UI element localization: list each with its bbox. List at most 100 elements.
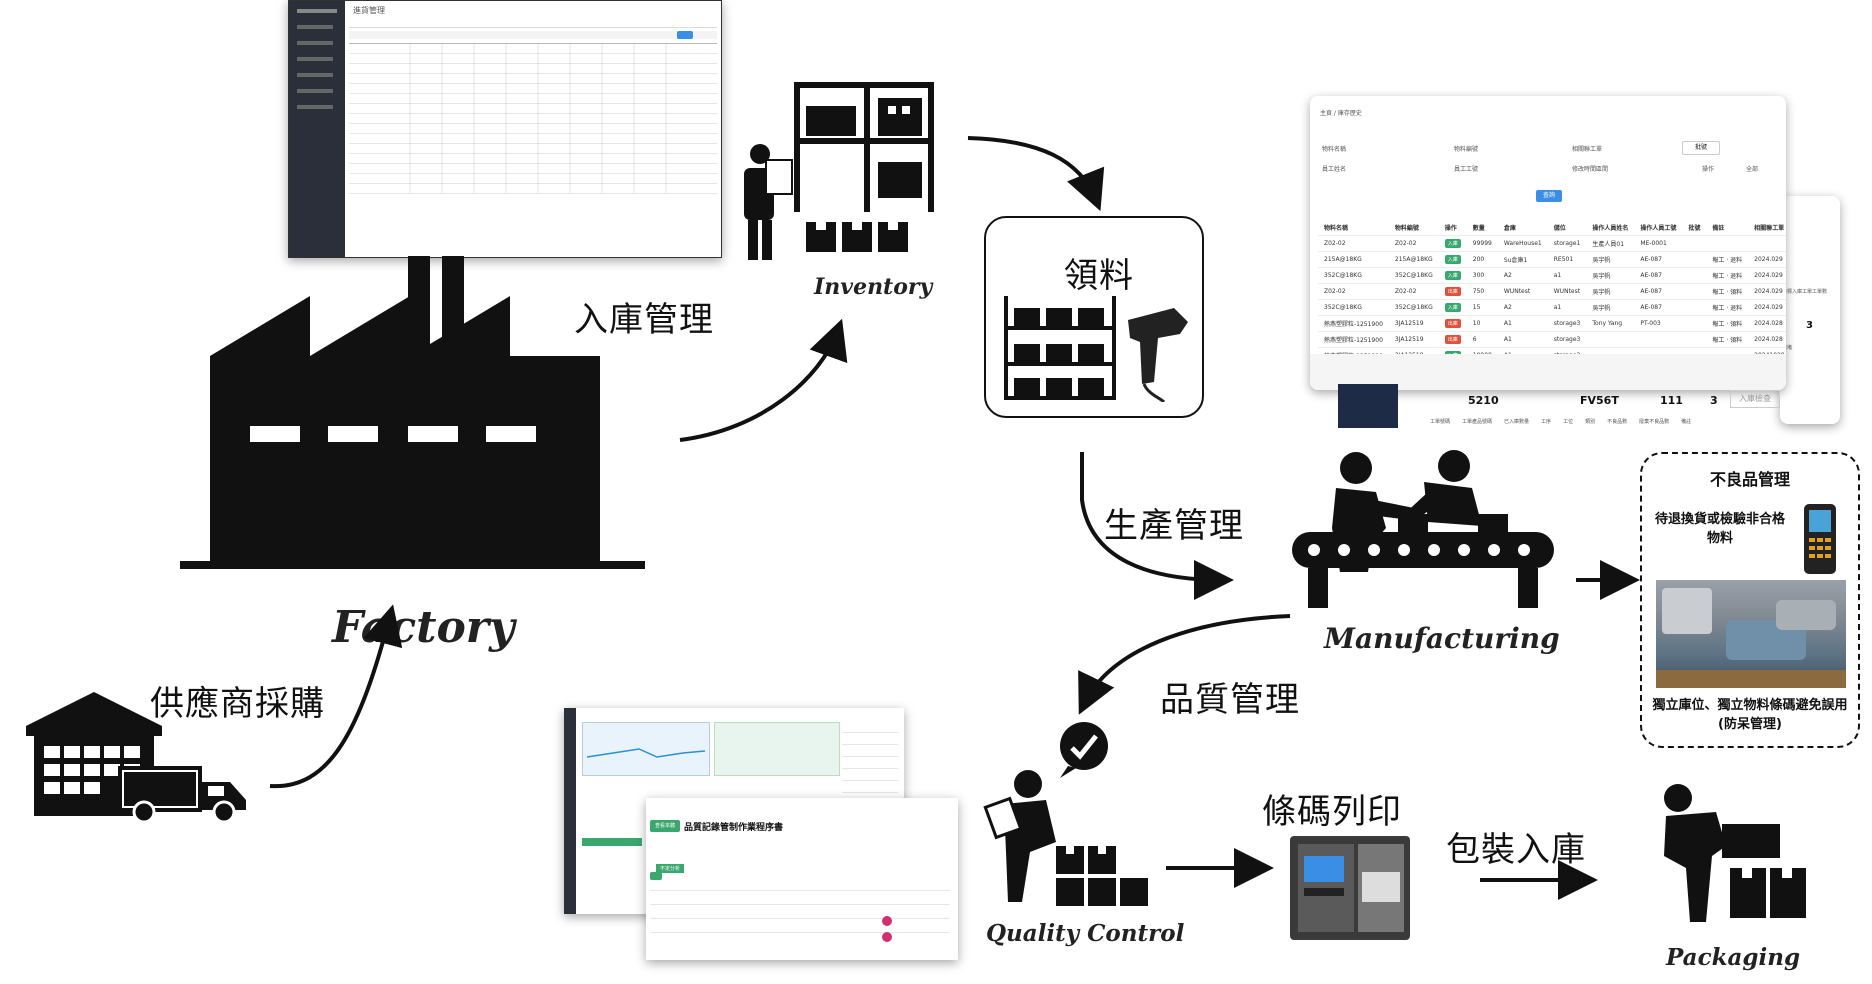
table-cell: 3JA12519 [1388,331,1439,348]
query-button[interactable]: 查詢 [1536,190,1562,202]
table-cell: 3JA12519 [1388,315,1439,332]
history-col-header: 批號 [1682,220,1707,236]
table-cell: 吳宇帆 [1586,299,1635,316]
quality-screenshot-front: 查看本體 品質記錄管制作業程序書 不定分析 [646,798,958,960]
history-footer-bar: 5210 FV56T 111 3 入庫檢查 工單號碼工單產品號碼已入庫數量工序工… [1338,384,1780,428]
operation-badge: 入庫 [1444,303,1461,312]
breadcrumb: 主頁 / 庫存歷史 [1320,110,1362,117]
side-label-2: 擁堵 [1782,345,1793,351]
screen-toolbar [349,31,717,39]
operation-badge: 入庫 [1444,255,1461,264]
side-label: 目標入庫工單工單數 [1782,289,1828,295]
factory-label: Factory [332,602,515,653]
footer-labels: 工單號碼工單產品號碼已入庫數量工序工位類別不良品數廢棄不良品數備註 [1430,418,1703,425]
defect-title: 不良品管理 [1709,470,1790,489]
table-cell: 99999 [1466,235,1498,252]
screen-title: 進貨管理 [353,6,385,15]
table-cell: WUNtest [1497,283,1548,300]
table-cell [1706,235,1749,252]
quality-tab[interactable]: 不定分析 [656,864,685,873]
footer-label: 工單產品號碼 [1462,419,1493,425]
table-cell: Su倉庫1 [1497,251,1548,268]
history-col-header: 倉庫 [1497,220,1548,236]
table-cell: Tony Yang [1586,315,1635,332]
table-cell: RE501 [1547,251,1587,268]
defect-panel: 不良品管理 待退換貨或檢驗非合格物料 獨立庫位、獨立物料條碼避免誤用 (防呆管理… [1640,452,1860,748]
avatar [882,916,892,926]
table-cell: ME-0001 [1634,235,1683,252]
footer-label: 工位 [1563,419,1574,425]
table-cell: 熱燕塑膠粒-1251900 [1318,315,1389,332]
table-cell: AE-087 [1634,267,1683,284]
operation-badge: 出庫 [1444,287,1461,296]
arrow-inventory-picking [967,136,1105,212]
receiving-screenshot: 進貨管理 [288,0,722,258]
table-cell: Z02-02 [1388,283,1439,300]
table-cell: 入庫 [1438,235,1467,252]
packing-label: 包裝入庫 [1446,830,1586,870]
table-cell: 入庫 [1438,299,1467,316]
avatar-2 [882,932,892,942]
history-col-header: 相關聯工單 [1748,220,1786,236]
history-col-header: 物料名稱 [1318,220,1389,236]
filter-work-order: 相關聯工單 [1572,146,1603,153]
arrow-picking-manufacturing [1080,452,1234,600]
search-button[interactable] [677,31,693,39]
warehouse-photo [1656,580,1846,688]
table-cell: 215A@18KG [1388,251,1439,268]
table-cell [1682,267,1707,284]
table-cell: 報工 · 領料 [1706,283,1749,300]
operation-badge: 出庫 [1444,335,1461,344]
quality-back-panel [714,722,840,776]
table-cell: 報工 · 領料 [1706,315,1749,332]
table-cell: 6 [1466,331,1498,348]
quality-blue-button-label: 查看本體 [654,823,675,829]
batch-button[interactable]: 批號 [1682,141,1720,155]
table-cell: a1 [1547,299,1587,316]
table-cell: 352C@18KG [1388,299,1439,316]
packaging-label: Packaging [1666,944,1801,971]
table-cell: AE-087 [1634,251,1683,268]
arrow-manufacturing-quality [1078,614,1291,715]
table-cell: Z02-02 [1388,235,1439,252]
data-grid [349,43,717,194]
table-cell: 吳宇帆 [1586,283,1635,300]
table-cell [1682,235,1707,252]
filter-employee-name: 員工姓名 [1322,166,1347,173]
footer-label: 類別 [1585,419,1596,425]
filter-material-no: 物料編號 [1454,146,1479,153]
quality-blue-button[interactable]: 查看本體 [650,820,680,832]
history-col-header: 備註 [1706,220,1749,236]
history-screenshot-back: 目標入庫工單工單數 3 擁堵 [1780,196,1840,424]
history-col-header: 操作 [1438,220,1467,236]
table-cell: storage1 [1547,235,1587,252]
quality-back-chart [582,722,710,776]
table-cell: 生產人員01 [1586,235,1635,252]
batch-button-label: 批號 [1694,144,1707,151]
arrow-supplier-factory [269,604,403,789]
table-cell: 10 [1466,315,1498,332]
table-cell: WareHouse1 [1497,235,1548,252]
inspection-button[interactable]: 入庫檢查 [1730,390,1780,408]
table-cell [1748,235,1786,252]
quality-back-sidebar [564,708,576,914]
table-cell: 報工 · 退料 [1706,299,1749,316]
supplier-label: 供應商採購 [150,684,325,724]
filter-operation: 操作 [1702,166,1715,173]
table-cell: 報工 · 退料 [1706,251,1749,268]
receiving-label: 入庫管理 [574,300,714,340]
filter-operation-value: 全部 [1746,166,1759,173]
quality-label: 品質管理 [1160,680,1300,720]
table-cell: AE-087 [1634,283,1683,300]
table-cell: 2024.029 [1748,283,1786,300]
operation-badge: 出庫 [1444,319,1461,328]
table-cell: 入庫 [1438,251,1467,268]
table-cell: a1 [1547,267,1587,284]
table-cell: 2024.029 [1748,299,1786,316]
barcode-scanner-icon [1128,308,1188,402]
